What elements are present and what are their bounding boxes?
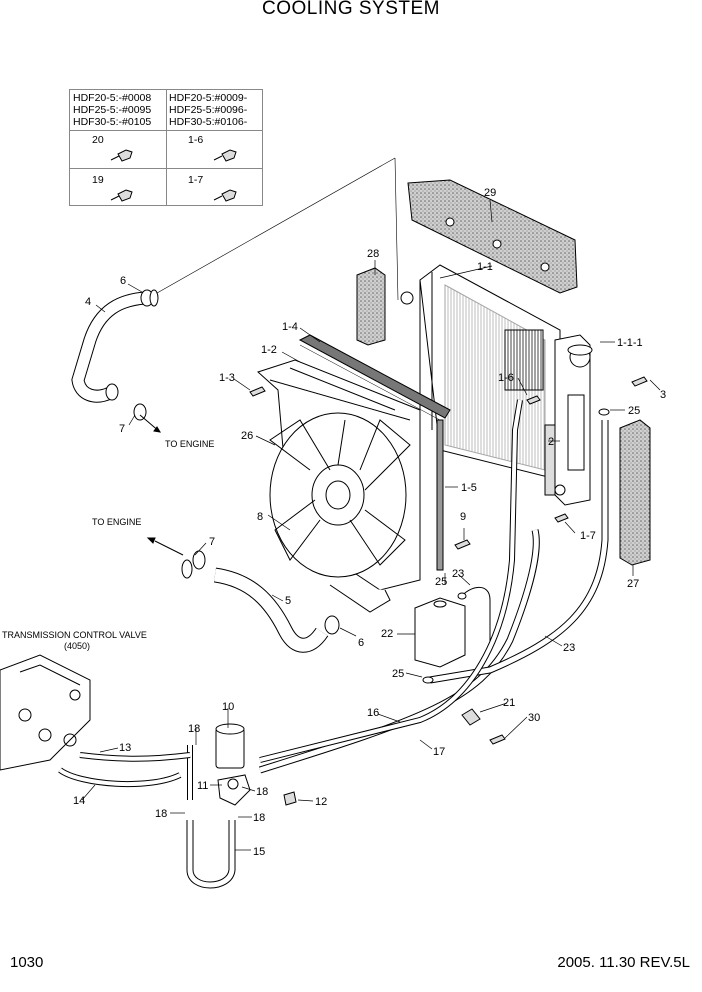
label-3: 3 <box>660 389 666 401</box>
label-23-upper: 23 <box>452 568 464 580</box>
side-seal-left <box>356 267 386 346</box>
label-26: 26 <box>241 430 253 442</box>
bolt-3-icon <box>631 376 648 387</box>
transmission-control-valve-code: (4050) <box>64 641 90 651</box>
leader-lines <box>81 199 661 851</box>
upper-hose <box>71 289 159 421</box>
label-23-lower: 23 <box>563 642 575 654</box>
radiator <box>400 264 593 506</box>
revision-date: 2005. 11.30 REV.5L <box>557 954 690 971</box>
label-9: 9 <box>460 511 466 523</box>
label-7-upper: 7 <box>119 423 125 435</box>
label-4: 4 <box>85 296 91 308</box>
label-22: 22 <box>381 628 393 640</box>
label-18-left: 18 <box>155 808 167 820</box>
label-27: 27 <box>627 578 639 590</box>
label-1-6: 1-6 <box>498 372 514 384</box>
label-21: 21 <box>503 697 515 709</box>
label-1-7: 1-7 <box>580 530 596 542</box>
fitting-1-6-icon <box>526 395 541 405</box>
clamp-21-icon <box>461 708 481 726</box>
label-2: 2 <box>548 436 554 448</box>
lower-hose <box>192 550 340 653</box>
transmission-control-valve <box>0 654 91 771</box>
label-1-5: 1-5 <box>461 482 477 494</box>
label-25-right: 25 <box>628 405 640 417</box>
label-1-4: 1-4 <box>282 321 298 333</box>
label-7-lower: 7 <box>209 536 215 548</box>
transmission-control-valve-label: TRANSMISSION CONTROL VALVE <box>2 630 147 640</box>
label-12: 12 <box>315 796 327 808</box>
reservoir-tank <box>414 586 491 668</box>
bolt-9-icon <box>454 539 471 550</box>
label-1-2: 1-2 <box>261 344 277 356</box>
upper-shroud <box>407 179 578 294</box>
radiator-hose-right <box>259 399 523 763</box>
table-part-20: 20 <box>92 134 104 146</box>
label-16: 16 <box>367 707 379 719</box>
side-seal-right <box>619 419 651 566</box>
bolt-1-3-icon <box>249 386 266 397</box>
cooling-fan <box>269 412 411 578</box>
label-6-lower: 6 <box>358 637 364 649</box>
table-part-19: 19 <box>92 174 104 186</box>
label-17: 17 <box>433 746 445 758</box>
oil-filter <box>215 723 251 806</box>
table-part-1-7: 1-7 <box>188 174 204 186</box>
table-divider <box>70 168 262 169</box>
bolt-12-icon <box>283 791 297 806</box>
label-13: 13 <box>119 742 131 754</box>
u-hose <box>186 820 236 889</box>
label-1-1: 1-1 <box>477 261 493 273</box>
label-18-upper: 18 <box>188 723 200 735</box>
to-engine-upper-note: TO ENGINE <box>165 439 214 449</box>
fitting-1-6-icon <box>213 149 237 162</box>
clamp-25-mid-icon <box>457 592 467 600</box>
label-25-middle: 25 <box>435 576 447 588</box>
drain-hose <box>429 420 609 684</box>
serial-cell-left-2: HDF25-5:-#0095 <box>73 104 152 116</box>
fitting-1-7-icon <box>554 513 569 523</box>
label-6-upper: 6 <box>120 275 126 287</box>
label-29: 29 <box>484 187 496 199</box>
bolt-30-icon <box>489 734 506 745</box>
label-15: 15 <box>253 846 265 858</box>
label-5: 5 <box>285 595 291 607</box>
label-8: 8 <box>257 511 263 523</box>
fitting-1-7-icon <box>213 189 237 202</box>
clamp-25-lower-icon <box>422 676 434 684</box>
label-10: 10 <box>222 701 234 713</box>
table-divider <box>70 130 262 131</box>
label-18-lower: 18 <box>253 812 265 824</box>
label-28: 28 <box>367 248 379 260</box>
serial-cell-right-3: HDF30-5:#0106- <box>169 116 248 128</box>
serial-applicability-table: HDF20-5:-#0008 HDF25-5:-#0095 HDF30-5:-#… <box>69 89 263 206</box>
page-title: COOLING SYSTEM <box>261 0 441 19</box>
label-30: 30 <box>528 712 540 724</box>
serial-cell-left-3: HDF30-5:-#0105 <box>73 116 152 128</box>
label-14: 14 <box>73 795 85 807</box>
clamp-7-lower-icon <box>181 559 193 579</box>
valve-lines <box>58 752 191 788</box>
label-1-1-1: 1-1-1 <box>617 337 643 349</box>
to-engine-lower-note: TO ENGINE <box>92 517 141 527</box>
serial-cell-right-1: HDF20-5:#0009- <box>169 92 248 104</box>
label-18-right: 18 <box>256 786 268 798</box>
table-divider <box>166 90 167 205</box>
fitting-20-icon <box>110 149 133 162</box>
clamp-25-icon <box>598 408 610 416</box>
label-25-lower: 25 <box>392 668 404 680</box>
table-part-1-6: 1-6 <box>188 134 204 146</box>
page-number: 1030 <box>10 954 44 971</box>
serial-cell-right-2: HDF25-5:#0096- <box>169 104 248 116</box>
part-labels: 29 28 1-1 6 4 1-4 1-2 1-1-1 1-3 1-6 3 7 … <box>2 187 666 858</box>
label-11: 11 <box>197 780 208 792</box>
serial-cell-left-1: HDF20-5:-#0008 <box>73 92 152 104</box>
fitting-19-icon <box>110 189 133 202</box>
label-1-3: 1-3 <box>219 372 235 384</box>
